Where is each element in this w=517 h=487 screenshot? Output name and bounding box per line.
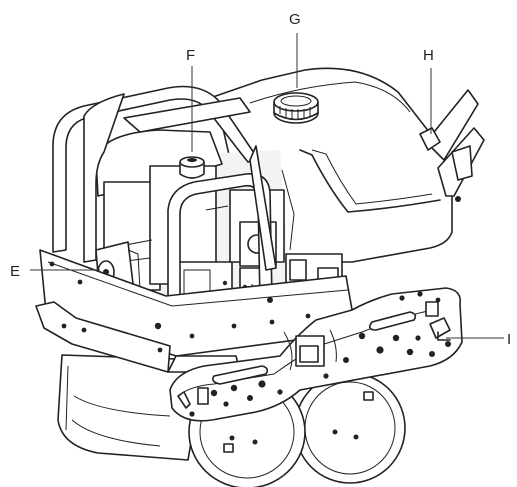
callout-f: F (186, 47, 195, 64)
steering-handle (419, 89, 485, 202)
callout-g: G (289, 11, 301, 28)
rear-drum (294, 372, 406, 484)
oil-filler (179, 156, 205, 179)
callout-h: H (423, 47, 434, 64)
leader-lines (30, 33, 504, 339)
side-frame (169, 287, 463, 422)
callout-e: E (10, 263, 20, 280)
callout-i: I (507, 331, 511, 348)
drain-bracket (429, 317, 451, 341)
fuel-cap (273, 92, 319, 124)
